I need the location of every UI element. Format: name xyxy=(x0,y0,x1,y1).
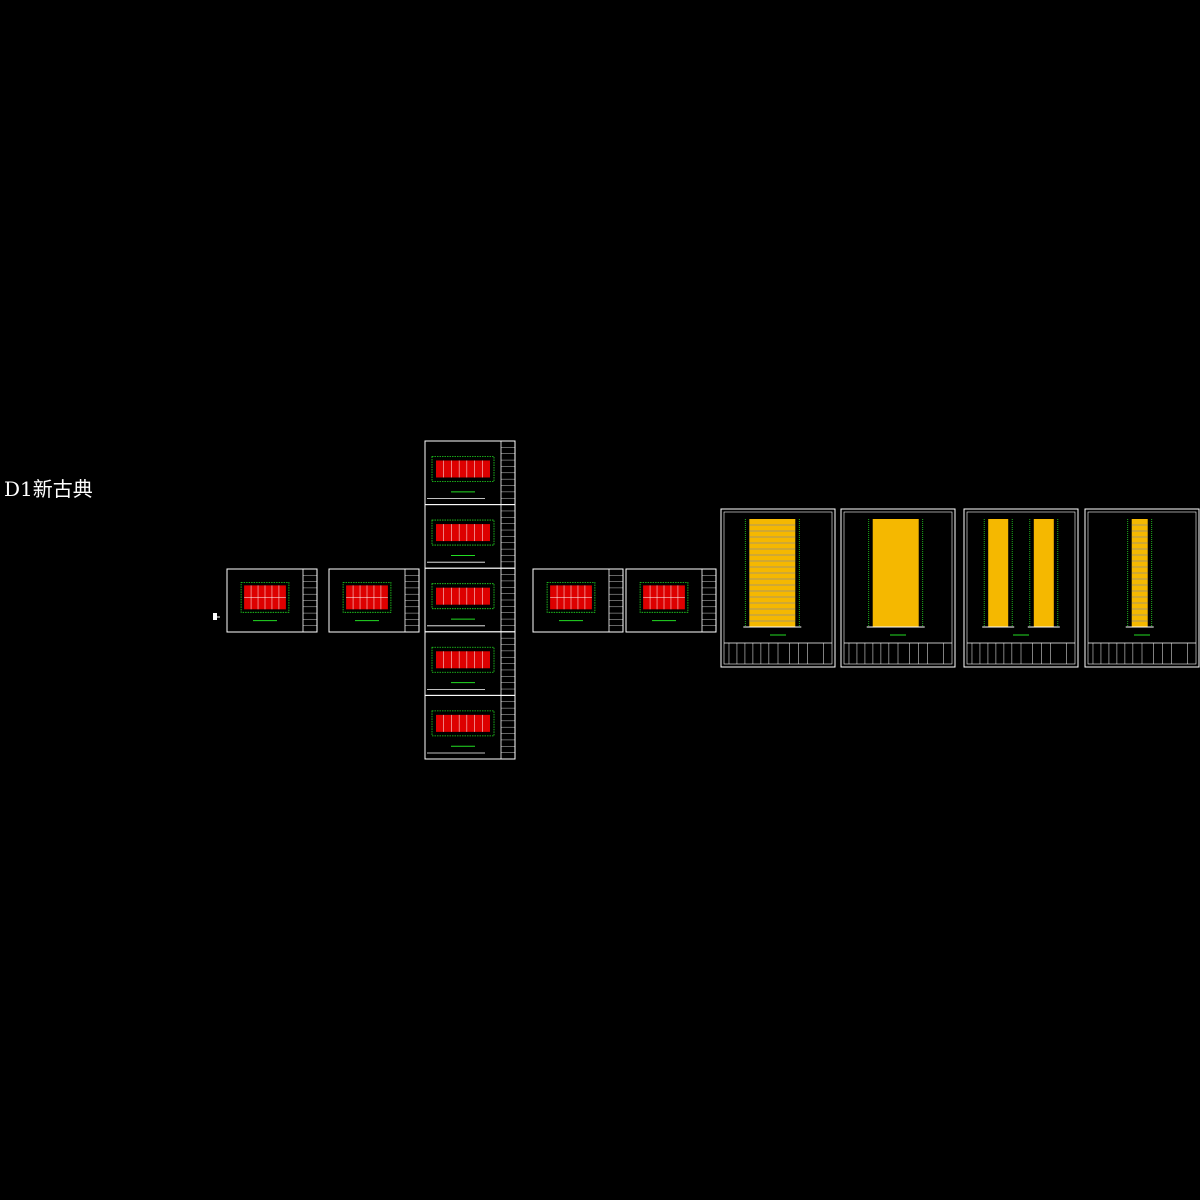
sheet-inner-frame xyxy=(966,511,1076,665)
dimension-lines xyxy=(546,581,596,613)
sheet-plan-stack-4[interactable] xyxy=(424,631,516,696)
sheet-plan-3[interactable] xyxy=(532,568,624,633)
plan-walls xyxy=(436,460,490,478)
sheet-frame xyxy=(1084,508,1200,668)
insertion-marker xyxy=(213,613,217,620)
dimension-lines xyxy=(639,581,689,613)
sheet-elevation-3[interactable] xyxy=(963,508,1079,668)
sheet-plan-stack-1[interactable] xyxy=(424,440,516,506)
dimension-lines xyxy=(431,456,495,482)
sheet-elevation-4[interactable] xyxy=(1084,508,1200,668)
sheet-frame xyxy=(720,508,836,668)
plan-walls xyxy=(436,524,490,542)
building-facade xyxy=(872,519,919,627)
plan-walls xyxy=(436,587,490,605)
plan-walls xyxy=(436,714,490,732)
dimension-lines xyxy=(240,581,290,613)
drawing-set-title: D1新古典 xyxy=(4,477,93,501)
sheet-plan-2[interactable] xyxy=(328,568,420,633)
sheet-plan-stack-3[interactable] xyxy=(424,567,516,633)
sheet-plan-stack-5[interactable] xyxy=(424,694,516,760)
plan-walls xyxy=(436,651,490,669)
sheet-plan-1[interactable] xyxy=(226,568,318,633)
sheet-frame xyxy=(963,508,1079,668)
dimension-lines xyxy=(431,519,495,546)
sheet-plan-4[interactable] xyxy=(625,568,717,633)
building-facade xyxy=(1033,519,1054,627)
dimension-lines xyxy=(342,581,392,613)
sheet-frame xyxy=(840,508,956,668)
dimension-lines xyxy=(431,710,495,737)
dimension-lines xyxy=(431,646,495,673)
sheet-elevation-1[interactable] xyxy=(720,508,836,668)
dimension-lines xyxy=(431,583,495,610)
sheet-elevation-2[interactable] xyxy=(840,508,956,668)
sheet-plan-stack-2[interactable] xyxy=(424,504,516,569)
building-facade xyxy=(988,519,1009,627)
